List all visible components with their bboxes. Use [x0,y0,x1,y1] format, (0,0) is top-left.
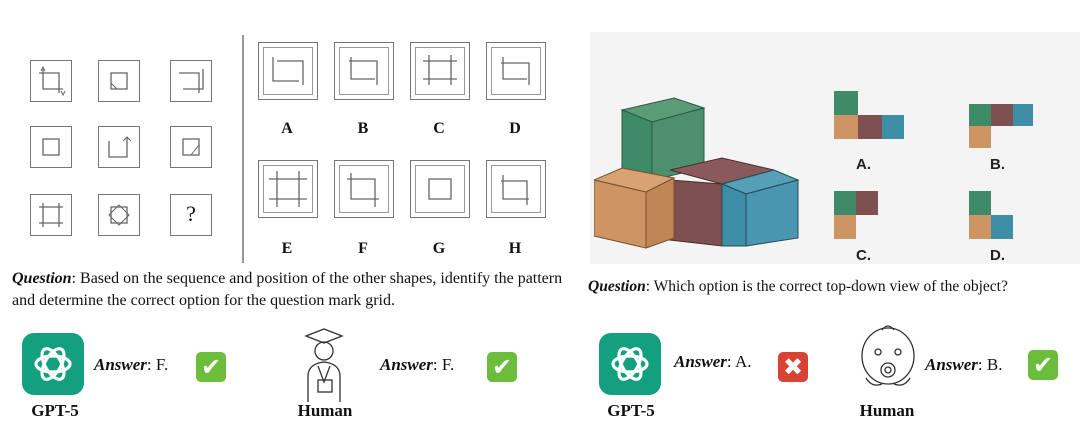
view-option-b[interactable] [968,103,1034,151]
question-label: Question [12,270,72,287]
human-caption: Human [859,401,915,420]
gpt-caption: GPT-5 [31,401,79,420]
question-text: Question: Based on the sequence and posi… [12,268,572,312]
option-b[interactable] [334,42,394,100]
question-body: : Which option is the correct top-down v… [645,278,1008,295]
view-option-label: B. [990,156,1005,173]
arrow-shape-icon [39,203,63,227]
check-icon: ✔ [196,352,226,382]
grid-cell [170,60,212,102]
human-answer: Answer: B. [925,355,1003,374]
arrow-shape-icon [179,69,204,93]
option-label: A [281,120,293,137]
option-d[interactable] [486,42,546,100]
cross-icon: ✖ [778,352,808,382]
square-shape-icon [110,72,128,90]
option-label: H [508,240,522,257]
gpt-caption: GPT-5 [607,401,655,420]
grid-cell [170,126,212,168]
openai-logo-icon [599,333,661,395]
view-option-a[interactable] [833,90,905,140]
grid-cell [98,126,140,168]
openai-logo-icon [22,333,84,395]
gpt-answer: Answer: F. [94,355,169,374]
arrow-shape-icon [39,65,66,97]
option-h[interactable] [486,160,546,218]
view-option-label: C. [856,247,871,264]
option-g[interactable] [410,160,470,218]
check-icon: ✔ [1028,350,1058,380]
option-label: G [432,240,446,257]
option-e[interactable] [258,160,318,218]
cube-object [594,97,800,249]
grid-cell [30,194,72,236]
grid-cell [30,126,72,168]
grid-cell [30,60,72,102]
option-label: D [509,120,521,137]
option-label: B [357,120,369,137]
square-shape-icon [42,138,60,156]
question-text: Question: Which option is the correct to… [588,276,1080,298]
option-f[interactable] [334,160,394,218]
view-option-label: A. [856,156,871,173]
option-a[interactable] [258,42,318,100]
question-label: Question [588,278,646,295]
grid-cell [98,194,140,236]
check-icon: ✔ [487,352,517,382]
square-shape-icon [182,138,200,156]
option-label: E [281,240,293,257]
arrow-shape-icon [108,136,132,158]
view-option-c[interactable] [833,190,879,240]
question-body: : Based on the sequence and position of … [12,270,563,309]
view-option-d[interactable] [968,190,1014,240]
graduate-person-icon [304,328,344,402]
divider [242,35,244,263]
baby-icon [861,325,915,386]
question-mark: ? [186,201,196,226]
human-caption: Human [297,401,353,420]
option-label: F [358,240,368,257]
view-option-label: D. [990,247,1005,264]
option-label: C [433,120,445,137]
missing-cell: ? [170,194,212,236]
grid-cell [98,60,140,102]
human-answer: Answer: F. [380,355,455,374]
gpt-answer: Answer: A. [674,352,752,371]
octagon-shape-icon [108,204,130,226]
option-c[interactable] [410,42,470,100]
